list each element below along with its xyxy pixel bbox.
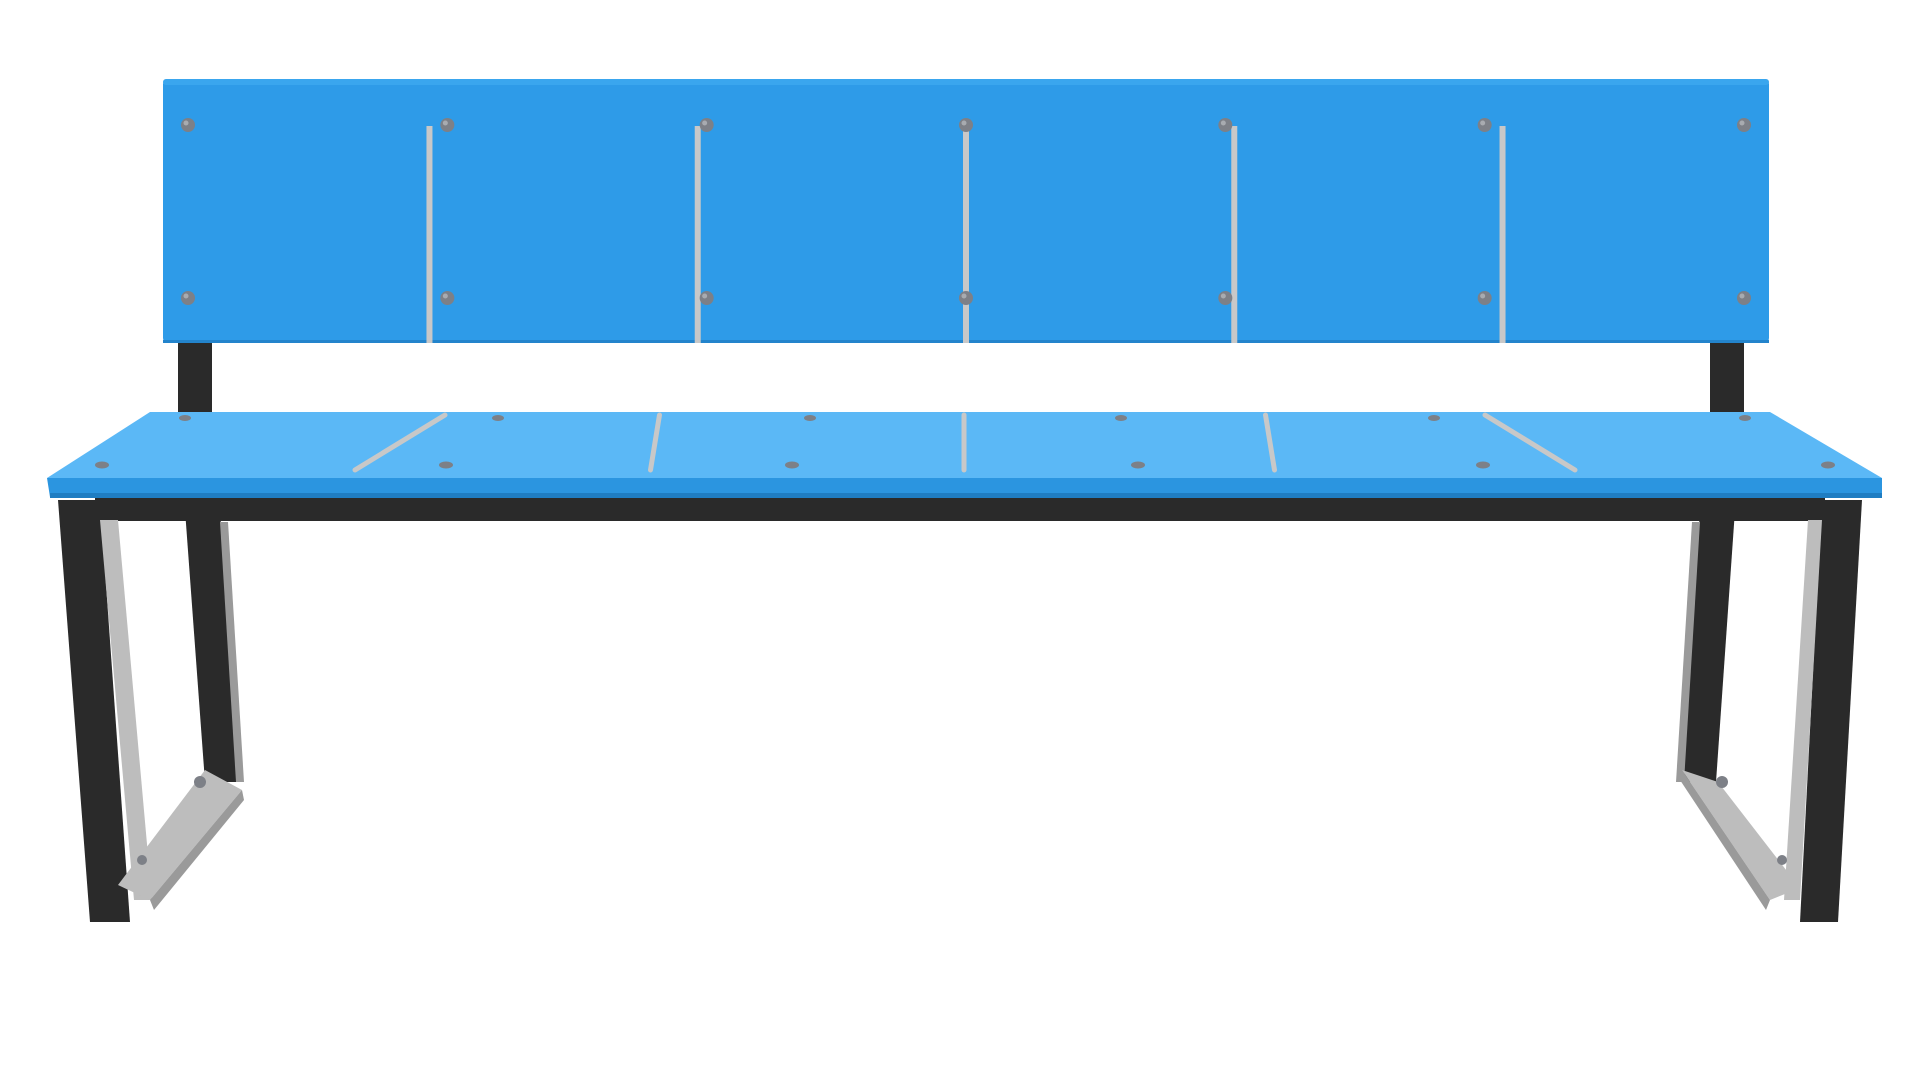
backrest-bolt-highlight: [442, 120, 448, 126]
seat-panel-gap: [352, 412, 448, 473]
left-leg-bolt: [194, 776, 206, 788]
seat-bolt: [1821, 461, 1835, 469]
seat-bolt: [95, 461, 109, 469]
left-leg-front-post: [58, 500, 130, 922]
backrest-bolt-highlight: [961, 293, 967, 299]
seat-bolt: [1428, 415, 1440, 421]
backrest-bolt-highlight: [1220, 120, 1226, 126]
right-leg-rear-post-side: [1676, 522, 1700, 782]
backrest-bolt-highlight: [702, 293, 708, 299]
seat-panel-gap: [648, 412, 662, 473]
backrest-post-right: [1710, 338, 1744, 416]
backrest-panel-gap: [694, 126, 701, 343]
backrest-bolt: [440, 291, 455, 305]
backrest-bolt: [1737, 118, 1751, 132]
backrest-bolt: [181, 118, 195, 132]
left-leg-bolt: [137, 855, 147, 865]
right-leg-bolt: [1716, 776, 1728, 788]
seat-bolt: [1115, 415, 1127, 421]
left-leg-bottom-brace-edge: [150, 790, 244, 910]
left-leg-rear-post: [185, 510, 238, 782]
backrest-post-left: [178, 338, 212, 416]
backrest-bolt: [181, 291, 195, 305]
backrest-bolt-highlight: [961, 120, 967, 126]
seat-panel-gap: [1482, 412, 1578, 473]
seat-front-edge-shadow: [50, 493, 1882, 498]
backrest: [163, 79, 1769, 343]
backrest-bolt-highlight: [1480, 120, 1486, 126]
backrest-bolt: [699, 118, 714, 132]
backrest-bolt-highlight: [1739, 120, 1745, 126]
seat-rail: [95, 497, 1825, 521]
seat: [47, 412, 1882, 498]
left-leg-rear-post-side: [220, 522, 244, 782]
backrest-bolt: [1218, 291, 1233, 305]
right-leg-rear-post: [1682, 510, 1735, 782]
left-leg-bottom-brace: [118, 770, 242, 900]
backrest-panel-gap: [963, 126, 969, 343]
seat-bolt: [1131, 461, 1145, 469]
backrest-panel-gap: [1499, 126, 1506, 343]
bench-frame: [58, 338, 1862, 922]
seat-bolt: [439, 461, 453, 469]
backrest-bolt: [959, 118, 973, 132]
backrest-bolt: [699, 291, 714, 305]
backrest-bolt-highlight: [442, 293, 448, 299]
seat-bolt: [179, 415, 191, 421]
backrest-bolt-highlight: [183, 293, 189, 299]
backrest-bolt-highlight: [1220, 293, 1226, 299]
backrest-panel-gap: [1231, 126, 1238, 343]
right-leg-front-post: [1800, 500, 1862, 922]
seat-bolt: [785, 461, 799, 469]
backrest-bolt-highlight: [1739, 293, 1745, 299]
backrest-bolt: [1477, 118, 1492, 132]
backrest-bolt-highlight: [702, 120, 708, 126]
right-leg-bottom-brace: [1682, 770, 1800, 900]
left-leg-front-post-inner: [100, 520, 152, 900]
backrest-top-edge: [163, 79, 1769, 85]
seat-bolt: [492, 415, 504, 421]
backrest-bolt: [1477, 291, 1492, 305]
backrest-bolt-highlight: [183, 120, 189, 126]
backrest-bolt-highlight: [1480, 293, 1486, 299]
seat-panel-gap: [1263, 412, 1277, 473]
right-leg-front-post-inner: [1784, 520, 1822, 900]
backrest-bolt: [959, 291, 973, 305]
backrest-bolt: [1737, 291, 1751, 305]
seat-bolt: [1476, 461, 1490, 469]
seat-bolt: [804, 415, 816, 421]
right-leg-bolt: [1777, 855, 1787, 865]
seat-bolt: [1739, 415, 1751, 421]
backrest-bolt: [440, 118, 455, 132]
backrest-panel-gap: [426, 126, 433, 343]
right-leg-bottom-brace-edge: [1680, 770, 1770, 910]
seat-front-edge: [47, 478, 1882, 497]
backrest-bolt: [1218, 118, 1233, 132]
